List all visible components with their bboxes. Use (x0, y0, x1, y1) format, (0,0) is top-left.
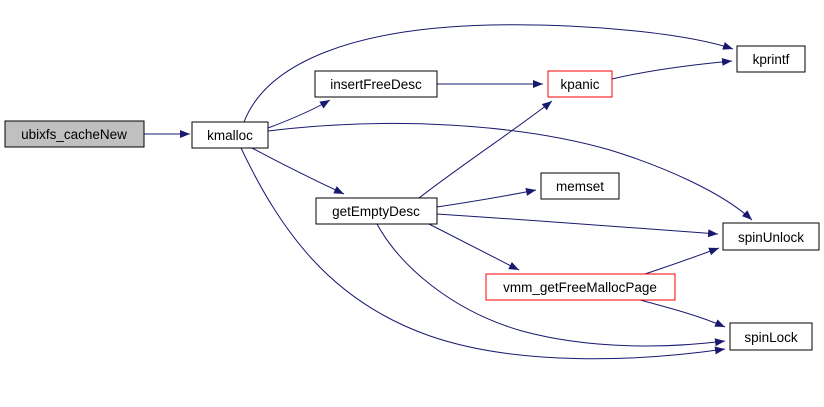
node-kpanic-label: kpanic (560, 77, 599, 92)
edge-vmm_getFreeMallocPage-spinLock (639, 299, 726, 328)
edge-getEmptyDesc-spinLock (376, 223, 726, 347)
node-vmm_getFreeMallocPage[interactable]: vmm_getFreeMallocPage (485, 273, 676, 301)
node-kpanic[interactable]: kpanic (547, 70, 613, 98)
node-spinUnlock-box (722, 222, 820, 251)
node-kpanic-box (547, 70, 613, 98)
node-memset-box (540, 172, 620, 200)
edge-kpanic-kprintf (611, 57, 733, 80)
node-memset-label: memset (556, 179, 604, 194)
node-spinUnlock[interactable]: spinUnlock (722, 222, 820, 251)
edge-kmalloc-insertFreeDesc (267, 99, 331, 129)
edge-kmalloc-spinUnlock (267, 123, 753, 221)
node-getEmptyDesc-label: getEmptyDesc (332, 204, 420, 219)
node-ubixfs_cacheNew[interactable]: ubixfs_cacheNew (4, 120, 145, 148)
node-ubixfs_cacheNew-box (4, 120, 145, 148)
node-memset[interactable]: memset (540, 172, 620, 200)
nodes-layer: ubixfs_cacheNew kmalloc insertFreeDesc k… (4, 45, 820, 351)
node-spinLock[interactable]: spinLock (729, 322, 813, 351)
node-vmm_getFreeMallocPage-label: vmm_getFreeMallocPage (503, 280, 657, 295)
edge-getEmptyDesc-kpanic (418, 100, 553, 199)
node-spinLock-label: spinLock (744, 330, 798, 345)
node-vmm_getFreeMallocPage-box (485, 273, 676, 301)
node-kmalloc[interactable]: kmalloc (191, 121, 269, 149)
node-insertFreeDesc-label: insertFreeDesc (330, 77, 422, 92)
node-spinLock-box (729, 322, 813, 351)
node-getEmptyDesc-box (315, 197, 438, 225)
node-kprintf-box (736, 45, 806, 73)
edge-getEmptyDesc-memset (436, 188, 537, 208)
node-insertFreeDesc-box (314, 70, 438, 98)
node-insertFreeDesc[interactable]: insertFreeDesc (314, 70, 438, 98)
edge-getEmptyDesc-spinUnlock (436, 213, 719, 238)
node-getEmptyDesc[interactable]: getEmptyDesc (315, 197, 438, 225)
node-kprintf-label: kprintf (753, 52, 790, 67)
edge-kmalloc-getEmptyDesc (251, 147, 345, 195)
node-ubixfs_cacheNew-label: ubixfs_cacheNew (21, 127, 127, 142)
node-kmalloc-box (191, 121, 269, 149)
edge-getEmptyDesc-vmm_getFreeMallocPage (428, 223, 520, 271)
node-kprintf[interactable]: kprintf (736, 45, 806, 73)
edge-kmalloc-spinLock (240, 147, 726, 360)
edge-kmalloc-kprintf (243, 24, 734, 123)
edges-layer (144, 24, 753, 360)
edge-vmm_getFreeMallocPage-spinUnlock (644, 247, 720, 275)
node-spinUnlock-label: spinUnlock (738, 230, 804, 245)
node-kmalloc-label: kmalloc (207, 128, 253, 143)
